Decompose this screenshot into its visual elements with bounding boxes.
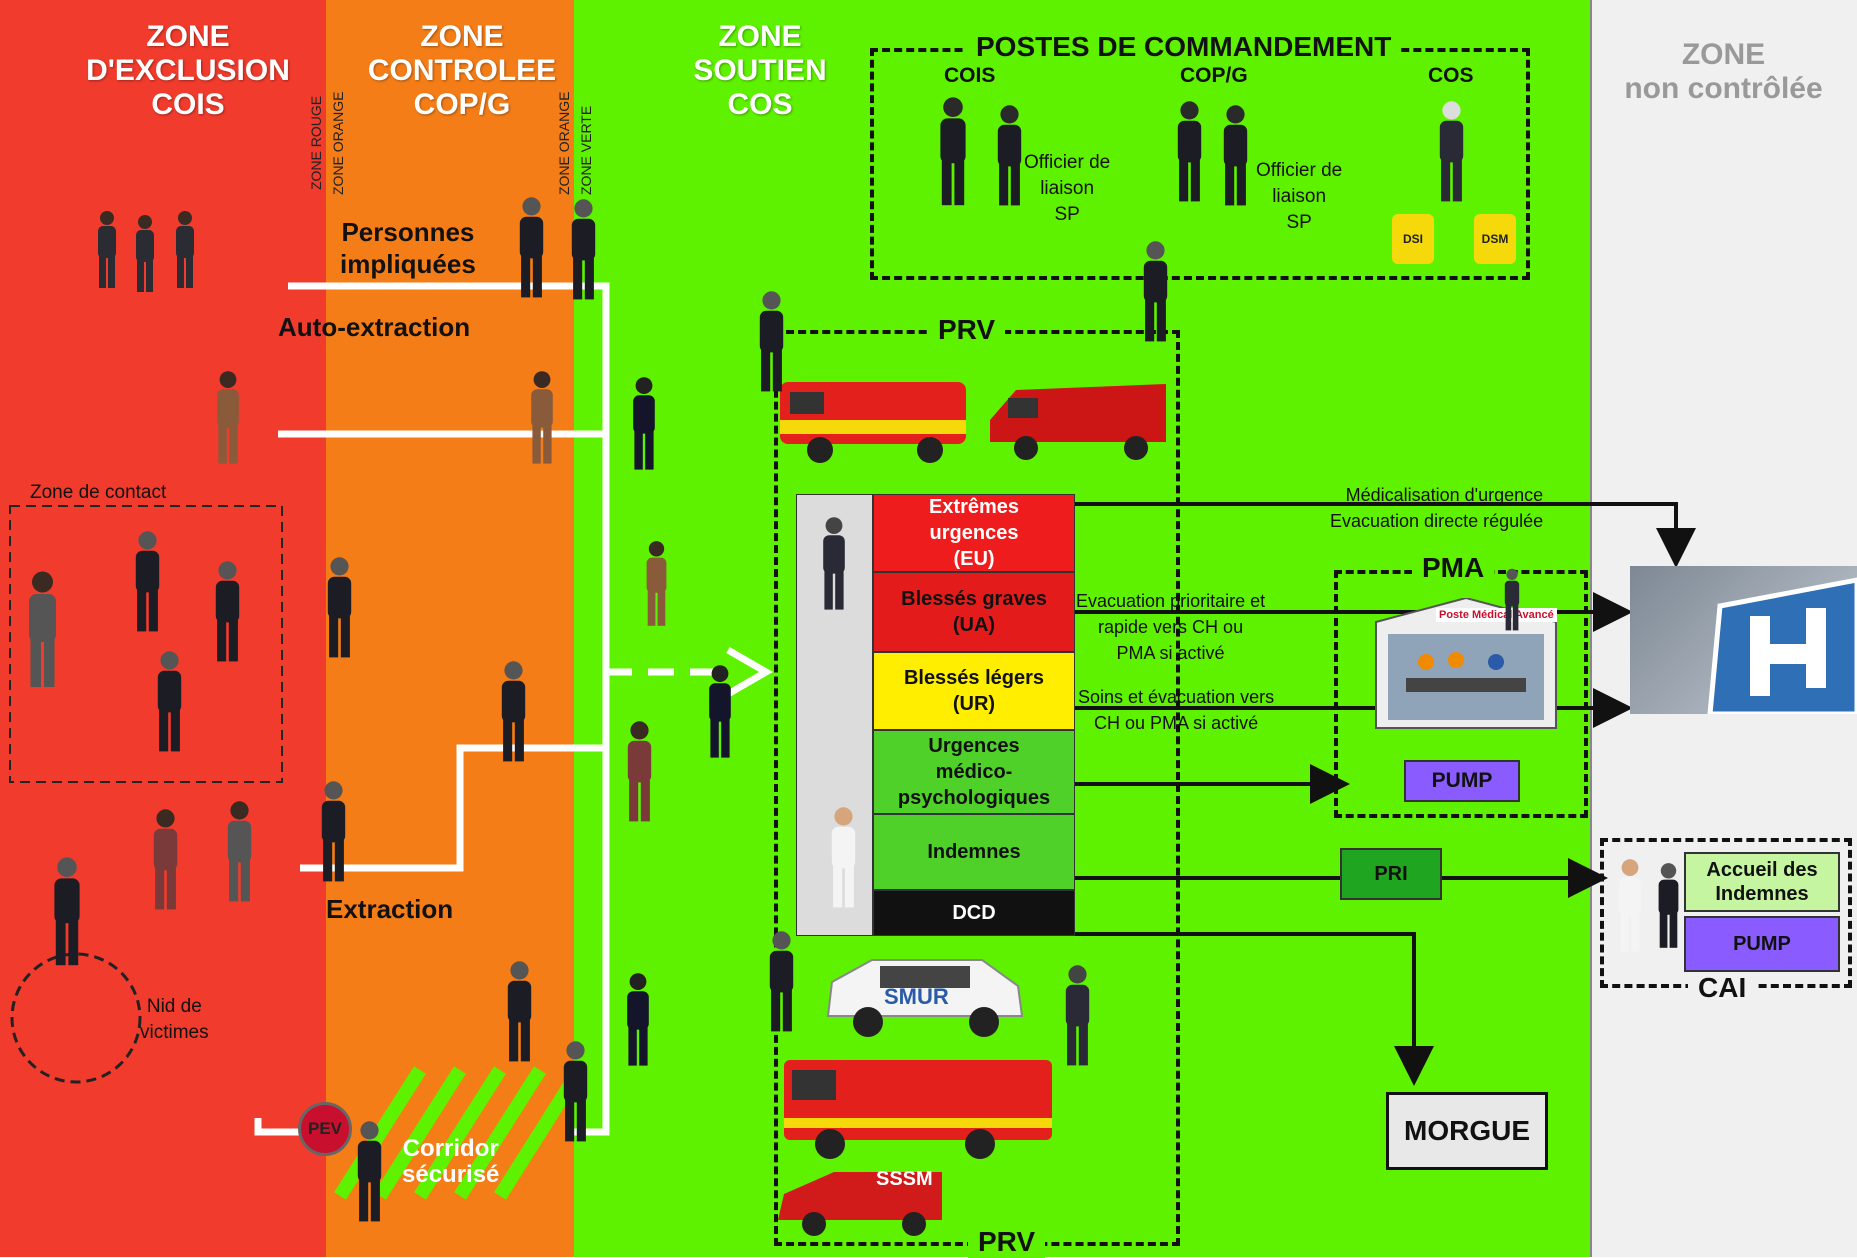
- police-officer-icon: [1177, 101, 1202, 202]
- prv-bottom-label: PRV: [968, 1226, 1046, 1258]
- police-officer-icon: [1223, 105, 1248, 206]
- soins-evacuation-label: Soins et évacuation vers CH ou PMA si ac…: [1078, 687, 1275, 733]
- police-officer-icon: [940, 97, 966, 206]
- police-officer-icon: [327, 557, 352, 658]
- sssm-label: SSSM: [876, 1168, 933, 1190]
- civilian-icon: [136, 215, 154, 292]
- cai-title: CAI: [1688, 972, 1757, 1004]
- police-officer-icon: [627, 973, 649, 1066]
- doctor-icon: [831, 807, 856, 908]
- extraction-label: Extraction: [326, 894, 454, 924]
- triage-row: Extrêmes urgences (EU): [873, 494, 1075, 572]
- police-officer-icon: [501, 661, 526, 762]
- fire-van-icon: [986, 370, 1172, 464]
- firefighter-icon: [1065, 965, 1090, 1066]
- pma-sign: Poste Médical Avancé: [1436, 608, 1557, 622]
- firefighter-icon: [1504, 568, 1520, 631]
- civilian-icon: [227, 801, 252, 902]
- police-officer-icon: [157, 651, 182, 752]
- cos-label: COS: [1428, 64, 1474, 87]
- suv-icon: [822, 952, 1028, 1044]
- hospital-icon: [1630, 566, 1857, 714]
- police-officer-icon: [135, 531, 160, 632]
- corridor-label: Corridor sécurisé: [402, 1135, 500, 1188]
- cois-label: COIS: [944, 64, 996, 87]
- evacuation-prioritaire-label: Evacuation prioritaire et rapide vers CH…: [1076, 591, 1266, 663]
- sssm-car-icon: [774, 1160, 948, 1242]
- police-officer-icon: [563, 1041, 588, 1142]
- support-zone-title: ZONE SOUTIEN COS: [693, 20, 827, 121]
- police-officer-icon: [54, 857, 80, 966]
- police-officer-icon: [321, 781, 346, 882]
- pri-box: PRI: [1340, 848, 1442, 900]
- police-officer-icon: [633, 377, 655, 470]
- zone-contact-label: Zone de contact: [30, 482, 167, 503]
- medicalisation-label: Médicalisation d'urgence Evacuation dire…: [1330, 485, 1544, 531]
- personnes-impliquees-label: Personnes impliquées: [340, 217, 476, 279]
- ambulance-icon: [776, 372, 972, 466]
- fire-truck-icon: [780, 1046, 1056, 1162]
- accueil-indemnes-box: Accueil des Indemnes: [1684, 852, 1840, 912]
- civilian-icon: [627, 721, 652, 822]
- triage-row: Indemnes: [873, 814, 1075, 890]
- firefighter-icon: [1439, 101, 1464, 202]
- morgue-box: MORGUE: [1386, 1092, 1548, 1170]
- dsi-vest-icon: DSI: [1392, 214, 1434, 264]
- triage-row: Blessés légers (UR): [873, 652, 1075, 730]
- police-officer-icon: [357, 1121, 382, 1222]
- civilian-icon: [646, 541, 667, 626]
- civilian-icon: [153, 809, 178, 910]
- police-officer-icon: [571, 199, 596, 300]
- dsm-vest-icon: DSM: [1474, 214, 1516, 264]
- smur-label: SMUR: [884, 984, 949, 1009]
- police-officer-icon: [519, 197, 544, 298]
- pma-title: PMA: [1412, 552, 1495, 584]
- exclusion-zone-title: ZONE D'EXCLUSION COIS: [86, 20, 290, 121]
- police-officer-icon: [215, 561, 240, 662]
- police-officer-icon: [1658, 863, 1679, 948]
- police-officer-icon: [997, 105, 1022, 206]
- liaison-officer-2-label: Officier de liaison SP: [1256, 160, 1343, 233]
- civilian-icon: [29, 571, 56, 687]
- pma-pump-box: PUMP: [1404, 760, 1520, 802]
- civilian-icon: [217, 371, 239, 464]
- auto-extraction-label: Auto-extraction: [278, 312, 471, 342]
- doctor-icon: [1619, 859, 1641, 952]
- command-posts-title: POSTES DE COMMANDEMENT: [966, 31, 1402, 63]
- pev-marker: PEV: [298, 1102, 352, 1156]
- nid-victimes-label: Nid de victimes: [140, 996, 209, 1043]
- civilian-icon: [98, 211, 116, 288]
- uncontrolled-zone-title: ZONE non contrôlée: [1624, 38, 1823, 105]
- triage-row: Blessés graves (UA): [873, 572, 1075, 652]
- police-officer-icon: [1143, 241, 1168, 342]
- cai-pump-box: PUMP: [1684, 916, 1840, 972]
- police-officer-icon: [507, 961, 532, 1062]
- liaison-officer-1-label: Officier de liaison SP: [1024, 152, 1111, 225]
- prv-top-label: PRV: [928, 314, 1006, 346]
- police-officer-icon: [759, 291, 784, 392]
- police-officer-icon: [769, 931, 794, 1032]
- controlled-zone-title: ZONE CONTROLEE COP/G: [367, 20, 557, 121]
- police-officer-icon: [709, 665, 731, 758]
- firefighter-icon: [823, 517, 845, 610]
- triage-row: Urgences médico- psychologiques: [873, 730, 1075, 814]
- copg-label: COP/G: [1180, 64, 1248, 87]
- triage-row: DCD: [873, 890, 1075, 936]
- civilian-icon: [531, 371, 553, 464]
- pma-tent-icon: [1366, 598, 1566, 736]
- civilian-icon: [176, 211, 194, 288]
